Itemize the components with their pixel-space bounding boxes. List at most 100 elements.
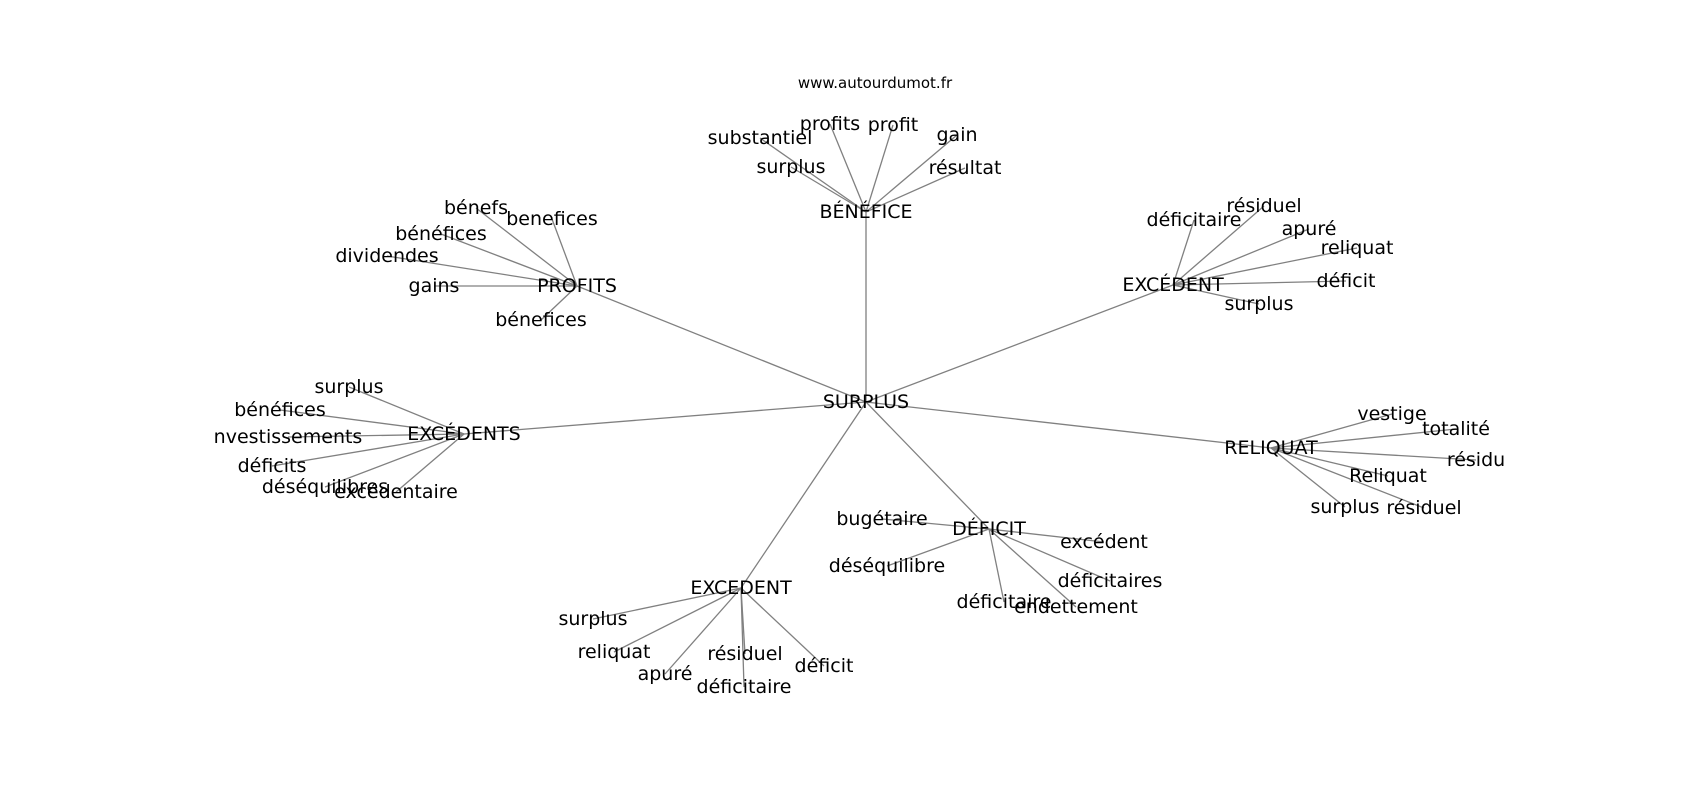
leaf-node-deficitaires: déficitaires	[1058, 570, 1163, 592]
leaf-node-benefices: bénefices	[495, 309, 586, 331]
leaf-node-residuel: résiduel	[707, 643, 782, 665]
leaf-node-deficit: déficit	[795, 655, 854, 677]
edge-excedents-surplus	[348, 386, 465, 435]
edge-center-reliquat	[865, 401, 1272, 449]
edge-deficit-excedent	[988, 528, 1105, 543]
hub-node-deficit: DÉFICIT	[952, 517, 1026, 540]
edge-reliquat-vestige	[1270, 413, 1393, 449]
leaf-node-substantiel: substantiel	[708, 127, 813, 149]
leaf-node-surplus: surplus	[756, 156, 825, 178]
leaf-node-deficitaire: déficitaire	[957, 591, 1052, 613]
edge-profits-benefs	[475, 207, 578, 287]
edge-excedent-reliquat	[1172, 247, 1358, 286]
edge-center-excedent	[865, 284, 1174, 403]
edge-excedent-deficit	[740, 587, 825, 667]
leaf-node-resultat: résultat	[929, 157, 1002, 179]
edge-profits-benefices	[540, 285, 578, 321]
leaf-node-profit: profit	[868, 114, 919, 136]
edge-excedent-surplus	[592, 587, 742, 620]
edge-deficit-desequilibre	[886, 528, 990, 567]
leaf-node-deficit: déficit	[1317, 270, 1376, 292]
edge-excedents-nvestissements	[287, 433, 465, 438]
edge-center-deficit	[865, 401, 990, 530]
edge-excedent-deficitaire	[1172, 219, 1195, 286]
leaf-node-surplus: surplus	[558, 608, 627, 630]
leaf-node-reliquat: reliquat	[578, 641, 651, 663]
edge-excedent-surplus	[1172, 284, 1260, 305]
edge-reliquat-surplus	[1270, 447, 1346, 508]
center-node: SURPLUS	[823, 391, 909, 413]
graph-edges	[271, 123, 1477, 688]
leaf-node-excedentaire: excédentaire	[334, 481, 458, 503]
site-url: www.autourdumot.fr	[798, 74, 953, 92]
edge-excedent-deficit	[1172, 280, 1347, 286]
hub-node-excedent: EXCEDENT	[690, 577, 792, 599]
edge-deficit-bugetaire	[881, 518, 990, 530]
leaf-node-deficitaire: déficitaire	[1147, 209, 1242, 231]
edge-excedents-desequilibres	[324, 433, 465, 488]
leaf-node-totalite: totalité	[1422, 418, 1490, 440]
leaf-node-excedent: excédent	[1060, 531, 1148, 553]
edge-excedent-apure	[1172, 228, 1310, 286]
leaf-node-desequilibre: déséquilibre	[829, 555, 945, 577]
edge-reliquat-residu	[1270, 447, 1477, 461]
leaf-node-benefs: bénefs	[444, 197, 508, 219]
leaf-node-gain: gain	[936, 124, 977, 146]
edge-excedent-deficitaire	[740, 587, 745, 688]
edge-deficit-deficitaire	[988, 528, 1005, 603]
leaf-node-profits: profits	[800, 113, 860, 135]
edge-excedents-excedentaire	[395, 433, 465, 493]
hub-node-profits: PROFITS	[537, 275, 617, 297]
leaf-node-reliquat: Reliquat	[1349, 465, 1427, 487]
edge-center-excedents	[463, 401, 867, 435]
edge-profits-benefices	[440, 233, 578, 287]
hub-node-reliquat: RELIQUAT	[1224, 437, 1318, 459]
leaf-node-gains: gains	[409, 275, 460, 297]
edge-benefice-resultat	[865, 167, 966, 213]
leaf-node-dividendes: dividendes	[335, 245, 438, 267]
edge-benefice-gain	[865, 134, 958, 213]
edge-excedents-deficits	[271, 433, 465, 467]
edge-excedents-benefices	[279, 409, 465, 435]
leaf-node-reliquat: reliquat	[1321, 237, 1394, 259]
leaf-node-residuel: résiduel	[1386, 497, 1461, 519]
edge-center-excedent	[740, 401, 867, 589]
leaf-node-residuel: résiduel	[1226, 195, 1301, 217]
edge-deficit-endettement	[988, 528, 1077, 608]
edge-excedent-apure	[664, 587, 742, 675]
edge-reliquat-reliquat	[1270, 447, 1389, 477]
leaf-node-bugetaire: bugétaire	[836, 508, 927, 530]
leaf-node-desequilibres: déséquilibres	[262, 476, 388, 498]
leaf-node-deficits: déficits	[238, 455, 307, 477]
graph-labels: www.autourdumot.fr BÉNÉFICEsubstantielpr…	[214, 74, 1506, 698]
leaf-node-vestige: vestige	[1357, 403, 1426, 425]
leaf-node-apure: apuré	[1282, 218, 1337, 240]
leaf-node-apure: apuré	[638, 663, 693, 685]
edge-center-profits	[576, 285, 867, 403]
leaf-node-benefices: bénéfices	[234, 399, 325, 421]
edge-profits-dividendes	[386, 255, 578, 287]
edge-benefice-profits	[829, 123, 867, 213]
edge-excedent-residuel	[1172, 205, 1265, 286]
hub-node-benefice: BÉNÉFICE	[819, 200, 912, 223]
leaf-node-surplus: surplus	[1310, 496, 1379, 518]
edge-deficit-deficitaires	[988, 528, 1111, 582]
leaf-node-benefices: benefices	[506, 208, 597, 230]
edge-excedent-reliquat	[613, 587, 742, 653]
hub-node-excedent: EXCÉDENT	[1122, 273, 1224, 296]
edge-reliquat-totalite	[1270, 428, 1457, 449]
leaf-node-endettement: endettement	[1014, 596, 1138, 618]
edge-benefice-substantiel	[759, 137, 867, 213]
leaf-node-surplus: surplus	[314, 376, 383, 398]
edge-benefice-surplus	[790, 166, 867, 213]
leaf-node-deficitaire: déficitaire	[697, 676, 792, 698]
edge-benefice-profit	[865, 124, 894, 213]
leaf-node-surplus: surplus	[1224, 293, 1293, 315]
edge-profits-benefices	[551, 218, 578, 287]
leaf-node-nvestissements: nvestissements	[214, 426, 363, 448]
edge-reliquat-residuel	[1270, 447, 1425, 509]
leaf-node-residu: résidu	[1447, 449, 1505, 471]
hub-node-excedents: EXCÉDENTS	[407, 422, 520, 445]
leaf-node-benefices: bénéfices	[395, 223, 486, 245]
